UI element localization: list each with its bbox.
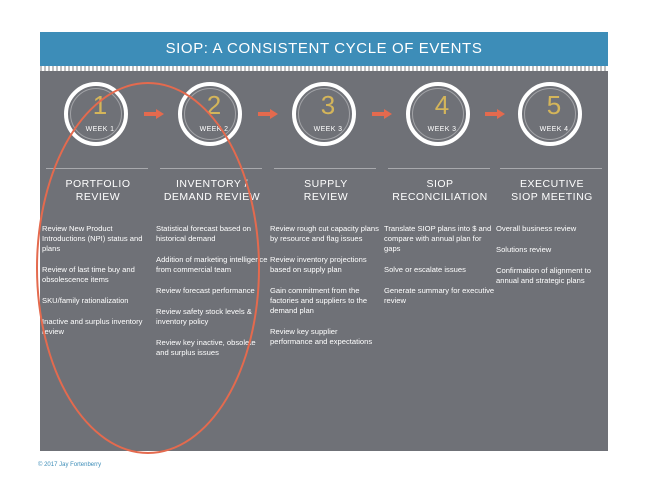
step-item: Review key supplier performance and expe… — [270, 327, 373, 346]
step-number: 3 — [320, 90, 336, 120]
step-items: Review rough cut capacity plans by resou… — [270, 224, 382, 358]
step-item: Translate SIOP plans into $ and compare … — [384, 224, 492, 253]
step-items: Overall business review Solutions review… — [496, 224, 608, 297]
step-circle-4: 4 WEEK 3 — [406, 82, 470, 146]
step-week: WEEK 3 — [313, 126, 343, 133]
highlight-ellipse — [36, 82, 260, 454]
step-item: Gain commitment from the factories and s… — [270, 286, 368, 315]
step-number: 5 — [546, 90, 562, 120]
step-week: WEEK 3 — [427, 126, 457, 133]
step-circle-3: 3 WEEK 3 — [292, 82, 356, 146]
page-title: SIOP: A CONSISTENT CYCLE OF EVENTS — [165, 40, 483, 57]
step-number: 4 — [434, 90, 450, 120]
step-item: Review inventory projections based on su… — [270, 255, 367, 274]
step-number: 2 — [206, 90, 222, 120]
decorative-stripe — [40, 66, 608, 71]
arrow-right-icon — [497, 109, 505, 119]
step-items: Translate SIOP plans into $ and compare … — [384, 224, 496, 317]
step-week: WEEK 4 — [539, 126, 569, 133]
step-item: Solutions review — [496, 245, 552, 254]
step-item: Generate summary for executive review — [384, 286, 495, 305]
step-item: Solve or escalate issues — [384, 265, 466, 274]
arrow-right-icon — [270, 109, 278, 119]
arrow-tail — [372, 112, 384, 116]
title-banner: SIOP: A CONSISTENT CYCLE OF EVENTS — [40, 32, 608, 66]
arrow-tail — [258, 112, 270, 116]
arrow-right-icon — [384, 109, 392, 119]
copyright-footer: © 2017 Jay Fortenberry — [38, 462, 102, 468]
column-divider — [500, 168, 602, 169]
arrow-tail — [485, 112, 497, 116]
step-item: Confirmation of alignment to annual and … — [496, 266, 591, 285]
column-divider — [274, 168, 376, 169]
step-item: Review rough cut capacity plans by resou… — [270, 224, 379, 243]
step-circle-5: 5 WEEK 4 — [518, 82, 582, 146]
column-divider — [388, 168, 490, 169]
step-item: Overall business review — [496, 224, 577, 233]
